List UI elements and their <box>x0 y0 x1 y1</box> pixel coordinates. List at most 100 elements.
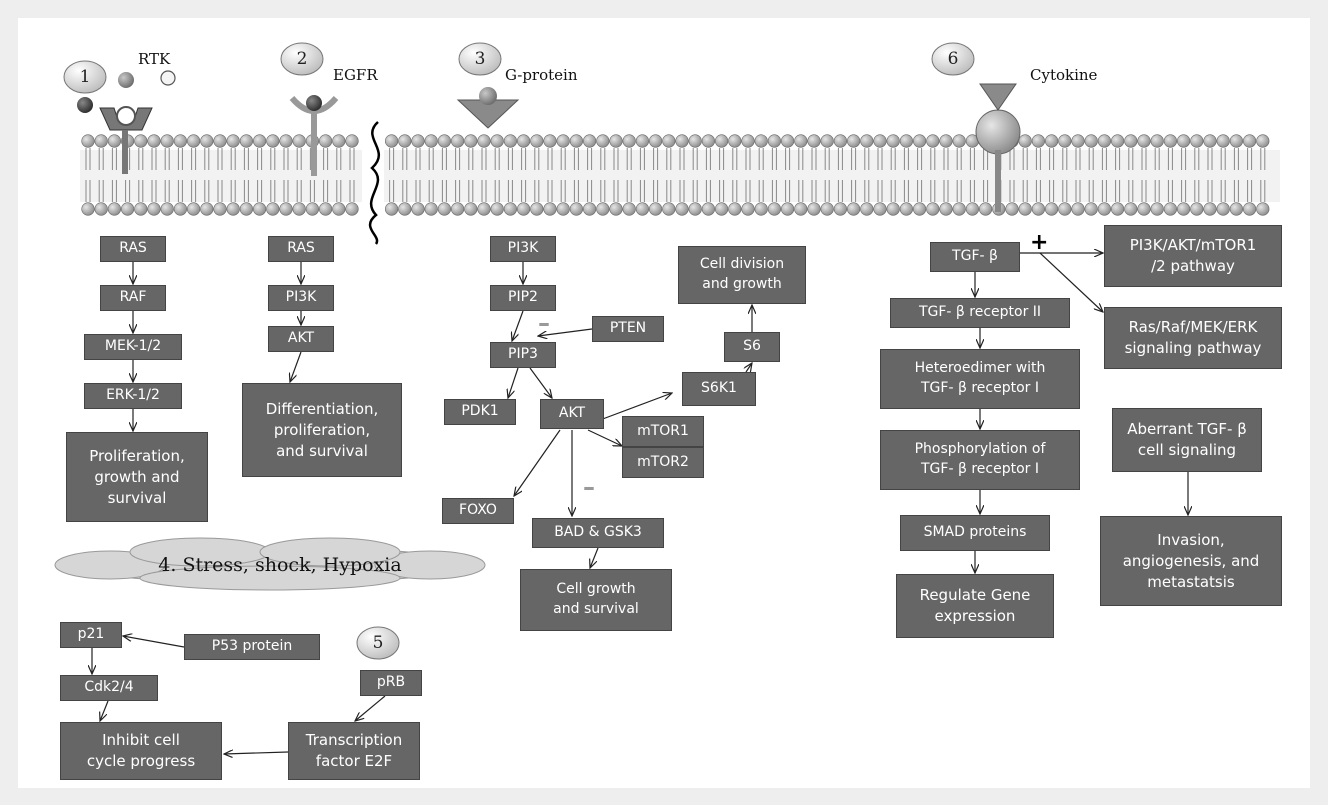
lipid-head <box>319 202 333 216</box>
lipid-head <box>345 202 359 216</box>
lipid-head <box>173 202 187 216</box>
p53-box: P53 protein <box>184 634 320 660</box>
pi3k-pathway-box: PI3K/AKT/mTOR1 /2 pathway <box>1104 225 1282 287</box>
pi3k-box: PI3K <box>268 285 334 311</box>
lipid-head <box>107 134 121 148</box>
lipid-head <box>952 134 966 148</box>
aberrant-signaling-box: Aberrant TGF- β cell signaling <box>1112 408 1262 472</box>
lipid-head <box>1110 134 1125 148</box>
pathway-arrow <box>100 700 109 721</box>
lipid-head <box>754 202 768 216</box>
s6k1-box: S6K1 <box>682 372 756 406</box>
invasion-box: Invasion, angiogenesis, and metastatsis <box>1100 516 1282 606</box>
lipid-head <box>767 134 782 148</box>
mtor1-box: mTOR1 <box>622 416 704 447</box>
lipid-head <box>292 202 306 216</box>
lipid-head <box>556 134 570 148</box>
lipid-head <box>530 202 544 216</box>
lipid-head <box>1031 134 1045 148</box>
lipid-head <box>503 202 518 216</box>
lipid-head <box>200 134 214 148</box>
lipid-head <box>596 134 610 148</box>
lipid-head <box>411 202 425 216</box>
lipid-head <box>662 202 676 216</box>
lipid-head <box>912 134 927 148</box>
lipid-head <box>213 202 227 216</box>
lipid-head <box>477 202 491 216</box>
lipid-head <box>1084 202 1098 216</box>
lipid-head <box>451 202 465 216</box>
pathway-arrow <box>529 367 552 398</box>
lipid-head <box>1176 134 1191 148</box>
lipid-head <box>94 134 108 148</box>
smad-box: SMAD proteins <box>900 515 1050 551</box>
erk-box: ERK-1/2 <box>84 383 182 409</box>
g-protein-label: G-protein <box>505 66 578 84</box>
differentiation-box: Differentiation, proliferation, and surv… <box>242 383 402 477</box>
lipid-head <box>1150 202 1164 216</box>
lipid-head <box>754 134 768 148</box>
lipid-head <box>253 202 267 216</box>
tgf-receptor-2-box: TGF- β receptor II <box>890 298 1070 328</box>
rtk-label: RTK <box>138 50 171 68</box>
regulate-gene-box: Regulate Gene expression <box>896 574 1054 638</box>
cell-membrane <box>80 121 1280 245</box>
pdk1-box: PDK1 <box>444 399 516 425</box>
phosphorylation-box: Phosphorylation of TGF- β receptor I <box>880 430 1080 490</box>
ras-box: RAS <box>100 236 166 262</box>
number-5: 5 <box>372 633 384 653</box>
lipid-head <box>1256 134 1270 148</box>
lipid-head <box>516 134 531 148</box>
pathway-arrow <box>514 429 561 496</box>
number-1: 1 <box>79 67 91 87</box>
lipid-head <box>807 134 821 148</box>
pathway-arrow <box>599 393 672 421</box>
pathway-arrows <box>92 253 1188 754</box>
lipid-head <box>662 134 676 148</box>
pathway-arrow <box>538 328 593 336</box>
lipid-head <box>846 202 861 216</box>
number-6: 6 <box>947 49 959 69</box>
heterodimer-box: Heteroedimer with TGF- β receptor I <box>880 349 1080 409</box>
ras-box: RAS <box>268 236 334 262</box>
lipid-head <box>728 202 742 216</box>
lipid-head <box>200 202 214 216</box>
lipid-head <box>1110 202 1125 216</box>
lipid-head <box>846 134 861 148</box>
pten-inhibit-sign: – <box>538 309 550 337</box>
lipid-head <box>873 202 887 216</box>
prb-box: pRB <box>360 670 422 696</box>
pathway-arrow <box>290 351 302 382</box>
lipid-head <box>173 134 187 148</box>
pip3-box: PIP3 <box>490 342 556 368</box>
lipid-head <box>939 134 953 148</box>
lipid-head <box>1071 134 1085 148</box>
lipid-head <box>688 202 702 216</box>
lipid-head <box>424 202 438 216</box>
lipid-head <box>1031 202 1045 216</box>
lipid-head <box>1190 134 1204 148</box>
lipid-head <box>582 202 597 216</box>
cell-division-box: Cell division and growth <box>678 246 806 304</box>
lipid-head <box>147 134 161 148</box>
lipid-head <box>279 134 293 148</box>
lipid-head <box>81 202 95 216</box>
lipid-head <box>266 134 280 148</box>
lipid-head <box>1084 134 1098 148</box>
lipid-head <box>239 202 253 216</box>
lipid-head <box>1242 202 1257 216</box>
lipid-head <box>1044 134 1059 148</box>
lipid-head <box>1097 202 1111 216</box>
pathway-arrow <box>587 429 622 446</box>
pathway-arrow <box>746 363 752 372</box>
lipid-head <box>187 134 201 148</box>
lipid-head <box>728 134 742 148</box>
membrane-break <box>368 121 380 245</box>
pathway-arrow <box>512 310 524 341</box>
raf-box: RAF <box>100 285 166 311</box>
lipid-head <box>1176 202 1191 216</box>
number-3: 3 <box>474 49 486 69</box>
lipid-head <box>1137 202 1151 216</box>
lipid-head <box>767 202 782 216</box>
lipid-head <box>1071 202 1085 216</box>
